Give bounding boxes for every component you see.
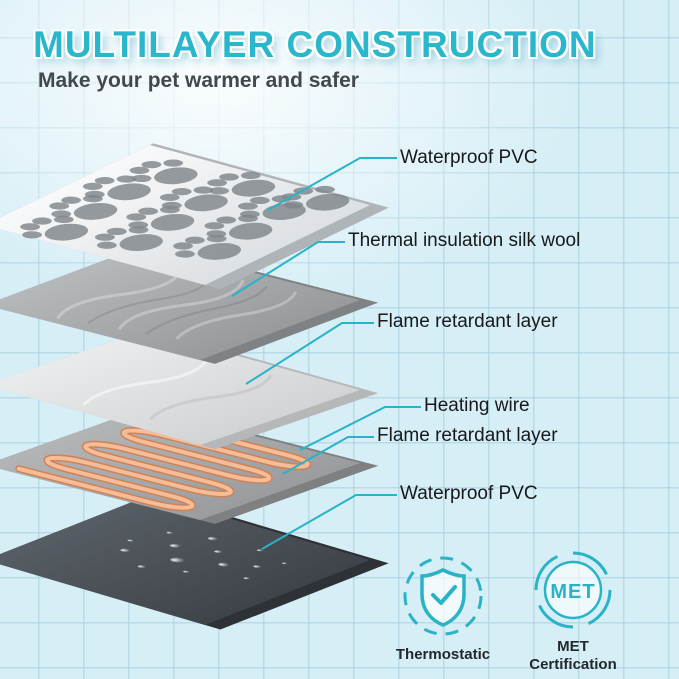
connector-flame-retardant-upper bbox=[245, 322, 374, 385]
connector-waterproof-pvc-bottom bbox=[261, 494, 397, 550]
label-heating-wire: Heating wire bbox=[424, 395, 530, 416]
met-seal-text: MET bbox=[550, 581, 595, 603]
shield-check-icon bbox=[420, 568, 466, 627]
layer-waterproof-pvc-top bbox=[0, 143, 389, 290]
page-title: MULTILAYER CONSTRUCTION bbox=[33, 24, 597, 65]
met-certification-badge: MET bbox=[534, 551, 612, 629]
heating-wire-serpentine bbox=[19, 421, 316, 510]
met-caption-line2: Certification bbox=[529, 656, 617, 673]
connector-heating-wire bbox=[299, 406, 421, 451]
label-waterproof-pvc-bottom: Waterproof PVC bbox=[400, 483, 538, 504]
label-flame-retardant-lower: Flame retardant layer bbox=[377, 425, 558, 446]
thermostatic-badge bbox=[403, 556, 483, 636]
label-waterproof-pvc-top: Waterproof PVC bbox=[400, 147, 538, 168]
connector-lines bbox=[231, 157, 421, 550]
check-icon bbox=[431, 585, 457, 605]
layer-flame-retardant bbox=[0, 329, 378, 449]
page-subtitle: Make your pet warmer and safer bbox=[38, 69, 359, 92]
met-caption: MET Certification bbox=[503, 638, 643, 674]
layer-silk-wool bbox=[0, 244, 378, 364]
label-silk-wool: Thermal insulation silk wool bbox=[348, 230, 581, 251]
met-caption-line1: MET bbox=[557, 638, 589, 655]
layer-heating-wire bbox=[0, 407, 378, 524]
label-flame-retardant-upper: Flame retardant layer bbox=[377, 311, 558, 332]
layer-waterproof-pvc-bottom bbox=[0, 493, 389, 630]
thermostatic-caption: Thermostatic bbox=[395, 646, 491, 663]
connector-flame-retardant-lower bbox=[282, 436, 374, 475]
connector-silk-wool bbox=[231, 241, 345, 297]
water-droplets bbox=[120, 531, 288, 580]
connector-waterproof-pvc-top bbox=[267, 157, 397, 211]
